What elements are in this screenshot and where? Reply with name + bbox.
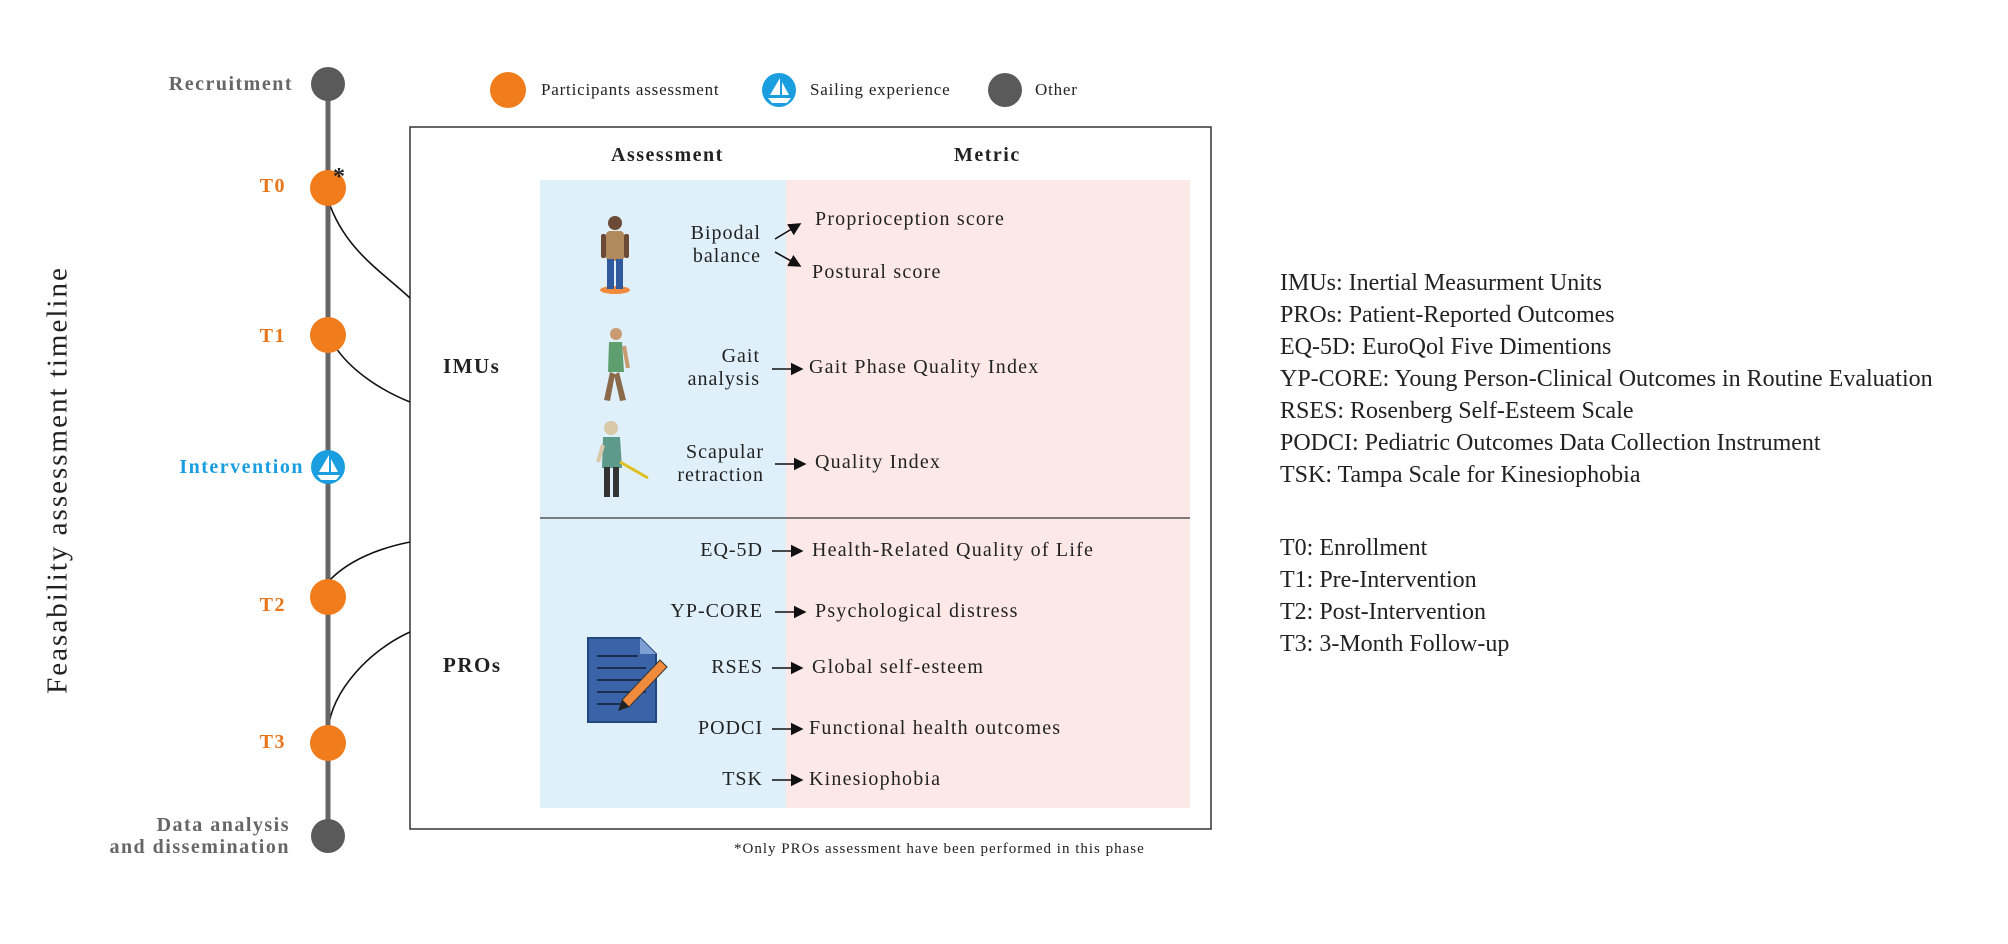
legend-participants-icon [490, 72, 526, 108]
node-t1 [310, 317, 346, 353]
node-recruitment [311, 67, 345, 101]
metric-quality-index: Quality Index [815, 451, 942, 473]
connector-t3 [327, 631, 411, 731]
connector-t0 [327, 199, 411, 299]
table-frame [409, 126, 1212, 830]
legend-other-icon [988, 73, 1022, 107]
category-pros: PROs [443, 653, 502, 677]
category-imus: IMUs [443, 354, 501, 378]
assessment-tsk: TSK [722, 768, 763, 790]
metric-global-self-esteem: Global self-esteem [812, 656, 985, 678]
gait-line1: Gait [721, 345, 760, 367]
legend-participants-label: Participants assessment [541, 80, 720, 99]
timeline-title: Feasability assessment timeline [41, 266, 74, 694]
assessment-metric-arrows [772, 223, 807, 787]
phase-t3: T3: 3-Month Follow-up [1280, 631, 1510, 657]
header-metric: Metric [954, 144, 1021, 166]
scapular-line2: retraction [677, 464, 764, 486]
node-t0 [310, 170, 346, 206]
label-data-analysis-line1: Data analysis [156, 814, 290, 836]
phase-t0: T0: Enrollment [1280, 535, 1428, 561]
abbreviation-list: IMUs: Inertial Measurment Units PROs: Pa… [1280, 267, 1933, 491]
label-t3: T3 [259, 731, 286, 753]
metric-kinesiophobia: Kinesiophobia [809, 768, 942, 790]
arrow-proprioception [774, 223, 802, 240]
label-t0: T0 [259, 175, 286, 197]
metric-gait-quality: Gait Phase Quality Index [809, 356, 1040, 378]
abbr-eq5d: EQ-5D: EuroQol Five Dimentions [1280, 334, 1612, 360]
label-recruitment: Recruitment [168, 73, 293, 95]
phase-t2: T2: Post-Intervention [1280, 599, 1486, 625]
label-data-analysis-line2: and dissemination [109, 836, 290, 858]
metric-psychological-distress: Psychological distress [815, 600, 1019, 622]
abbr-imus: IMUs: Inertial Measurment Units [1280, 270, 1602, 296]
t0-asterisk: * [333, 164, 345, 190]
abbr-tsk: TSK: Tampa Scale for Kinesiophobia [1280, 462, 1641, 488]
node-data-analysis [311, 819, 345, 853]
phase-list: T0: Enrollment T1: Pre-Intervention T2: … [1280, 532, 1509, 660]
assessment-scapular-retraction: Scapular retraction [677, 441, 764, 487]
connector-t1 [333, 344, 411, 403]
metric-column-bg [786, 180, 1190, 808]
assessment-column-bg [540, 180, 786, 808]
label-t2: T2 [259, 594, 286, 616]
arrow-postural [774, 251, 802, 267]
node-t2 [310, 579, 346, 615]
abbr-pros: PROs: Patient-Reported Outcomes [1280, 302, 1615, 328]
legend-other-label: Other [1035, 80, 1078, 99]
sailboat-icon [311, 450, 345, 484]
node-t3 [310, 725, 346, 761]
standing-person-icon [600, 216, 630, 294]
gait-line2: analysis [687, 368, 760, 390]
label-intervention: Intervention [179, 456, 304, 478]
label-t1: T1 [259, 325, 286, 347]
abbr-podci: PODCI: Pediatric Outcomes Data Collectio… [1280, 430, 1821, 456]
connector-t2 [327, 541, 411, 583]
assessment-eq5d: EQ-5D [700, 539, 763, 561]
label-data-analysis: Data analysis and dissemination [109, 814, 290, 858]
legend-sailing-label: Sailing experience [810, 80, 951, 99]
scapular-line1: Scapular [686, 441, 764, 463]
bipodal-line1: Bipodal [690, 222, 761, 244]
metric-postural: Postural score [812, 261, 942, 283]
assessment-rses: RSES [711, 656, 763, 678]
assessment-bipodal-balance: Bipodal balance [691, 222, 761, 268]
metric-functional-health: Functional health outcomes [809, 717, 1062, 739]
bipodal-line2: balance [692, 245, 761, 267]
footnote: *Only PROs assessment have been performe… [734, 841, 1145, 857]
assessment-gait-analysis: Gait analysis [688, 345, 760, 391]
abbr-rses: RSES: Rosenberg Self-Esteem Scale [1280, 398, 1634, 424]
metric-proprioception: Proprioception score [815, 208, 1006, 230]
assessment-ypcore: YP-CORE [670, 600, 763, 622]
walking-person-icon [604, 328, 630, 401]
questionnaire-document-icon [587, 637, 668, 723]
scapular-exercise-person-icon [596, 421, 649, 497]
header-assessment: Assessment [611, 144, 724, 166]
phase-t1: T1: Pre-Intervention [1280, 567, 1477, 593]
metric-health-related-qol: Health-Related Quality of Life [812, 539, 1095, 561]
assessment-podci: PODCI [697, 717, 763, 739]
abbr-ypcore: YP-CORE: Young Person-Clinical Outcomes … [1280, 366, 1933, 392]
legend-sailing-icon [762, 73, 796, 107]
